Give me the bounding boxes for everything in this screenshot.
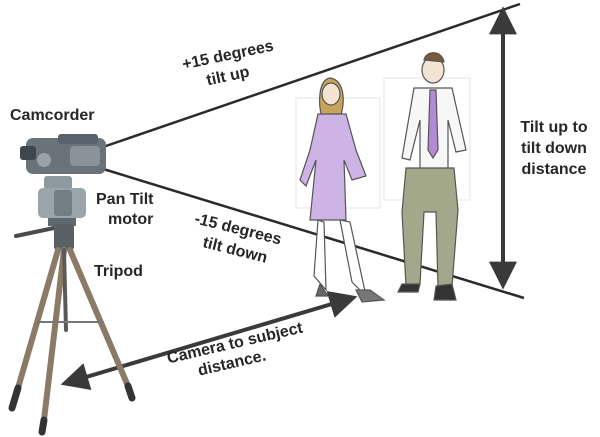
pan-tilt-label-line1: Pan Tilt [96, 191, 154, 208]
tilt-up-line [99, 2, 521, 150]
range-label-line1: Tilt up to [520, 119, 588, 136]
camcorder-label: Camcorder [10, 107, 95, 124]
tripod-icon [8, 224, 136, 436]
pan-tilt-label-line2: motor [108, 211, 154, 228]
tripod-label: Tripod [94, 263, 143, 280]
woman-figure [299, 77, 386, 303]
range-label-line3: distance [521, 161, 587, 178]
tilt-down-line [99, 166, 525, 300]
range-label-line2: tilt down [521, 140, 587, 157]
man-figure [397, 52, 467, 301]
pan-tilt-motor-icon [38, 176, 86, 226]
camera-to-subject-arrow [60, 290, 358, 391]
camcorder-icon [20, 134, 106, 174]
